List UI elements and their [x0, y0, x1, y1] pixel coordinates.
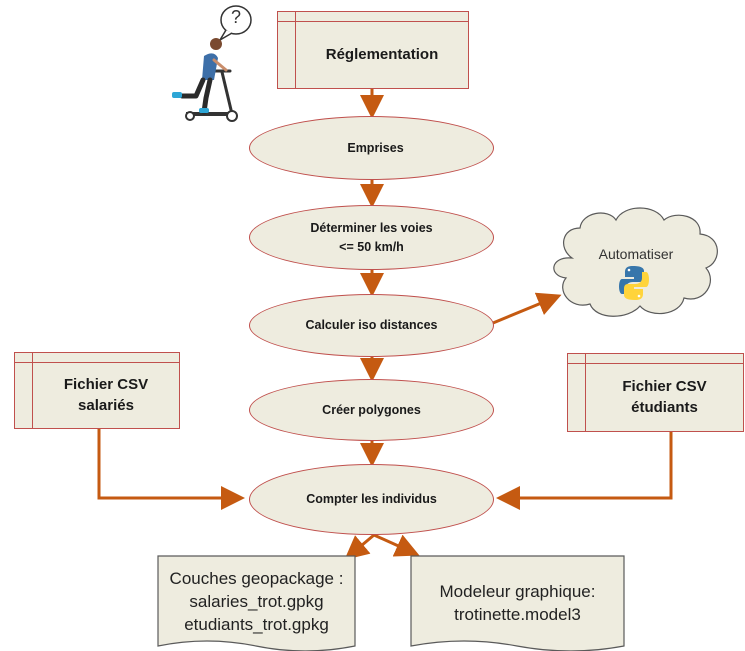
geopackage-document-text: Couches geopackage : salaries_trot.gpkg … [169, 569, 344, 634]
arrow-compter-modeleur [373, 533, 420, 557]
csv-salaries-box: Fichier CSV salariés [14, 352, 180, 429]
arrow-salaries-compter [97, 429, 245, 510]
modeleur-document-text: Modeleur graphique: trotinette.model3 [439, 582, 596, 624]
arrow-etudiants-compter [496, 432, 673, 510]
reglementation-box: Réglementation [277, 11, 469, 89]
box-inner-top-line [15, 362, 179, 363]
modeleur-document-shape [410, 555, 625, 651]
arrow-iso-automatiser [492, 292, 562, 325]
question-bubble-icon [220, 5, 252, 35]
emprises-node: Emprises [249, 116, 494, 180]
box-inner-top-line [568, 363, 743, 364]
compter-node: Compter les individus [249, 464, 494, 535]
python-logo-icon [619, 266, 649, 300]
polygones-node: Créer polygones [249, 379, 494, 441]
csv-etudiants-box: Fichier CSV étudiants [567, 353, 744, 432]
iso-distances-node: Calculer iso distances [249, 294, 494, 357]
person-on-scooter-icon [172, 5, 252, 122]
emprises-label: Emprises [347, 140, 404, 155]
voies-node: Déterminer les voies <= 50 km/h [249, 205, 494, 270]
reglementation-label: Réglementation [325, 45, 439, 63]
automatiser-cloud [553, 207, 718, 317]
geopackage-document-shape [157, 555, 356, 651]
arrow-compter-geopackage [344, 533, 375, 560]
box-inner-left-line [585, 354, 586, 431]
box-inner-top-line [278, 21, 468, 22]
automatiser-label: Automatiser [598, 246, 674, 262]
csv-etudiants-label: Fichier CSV étudiants [622, 378, 707, 416]
box-inner-left-line [32, 353, 33, 428]
question-bubble-text: ? [230, 7, 241, 27]
csv-salaries-label: Fichier CSV salariés [63, 376, 149, 414]
box-inner-left-line [295, 12, 296, 88]
